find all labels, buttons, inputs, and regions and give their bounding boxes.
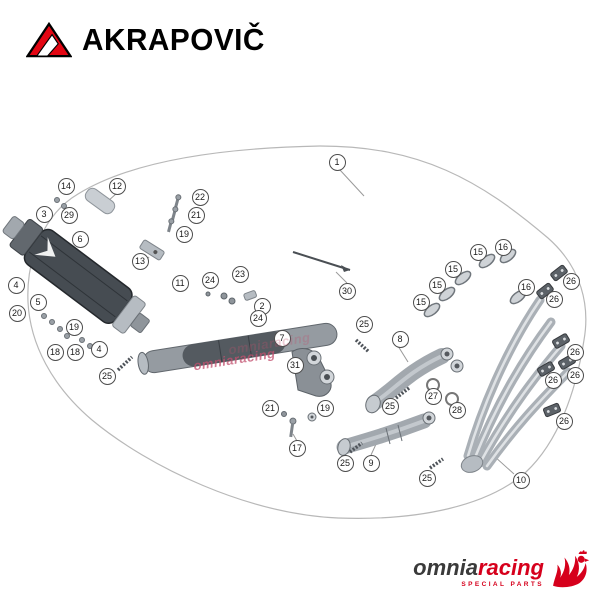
omnia-text: omnia [413,555,478,580]
akrapovic-brand-text: AKRAPOVIČ [82,22,265,57]
omniaracing-logo: omniaracing SPECIAL PARTS [413,546,590,592]
header-pipes-drawing [460,295,573,473]
muffler-bracket-drawing [84,187,165,261]
link-pipe-upper-drawing [365,347,464,414]
akrapovic-logo: AKRAPOVIČ [26,20,273,60]
clamps-drawing [423,248,527,318]
link-pipe-lower-drawing [336,411,436,456]
racing-text: racing [477,555,544,580]
leader-lines [106,169,515,475]
special-parts-tagline: SPECIAL PARTS [461,581,544,588]
bolt-drawing [289,417,297,438]
probe-rod-drawing [292,251,351,272]
mid-brackets-drawing [205,290,317,422]
diagram-boundary [27,145,587,519]
flanges-drawing [536,264,576,418]
akrapovic-logo-icon [26,21,72,58]
springs-drawing [116,338,444,470]
muffler-drawing [2,216,150,334]
screws-drawing [167,194,182,233]
rooster-icon [553,550,590,588]
omniaracing-wordmark: omniaracing SPECIAL PARTS [413,557,544,592]
collector-drawing [291,348,335,397]
hardware-drawing [41,197,93,349]
